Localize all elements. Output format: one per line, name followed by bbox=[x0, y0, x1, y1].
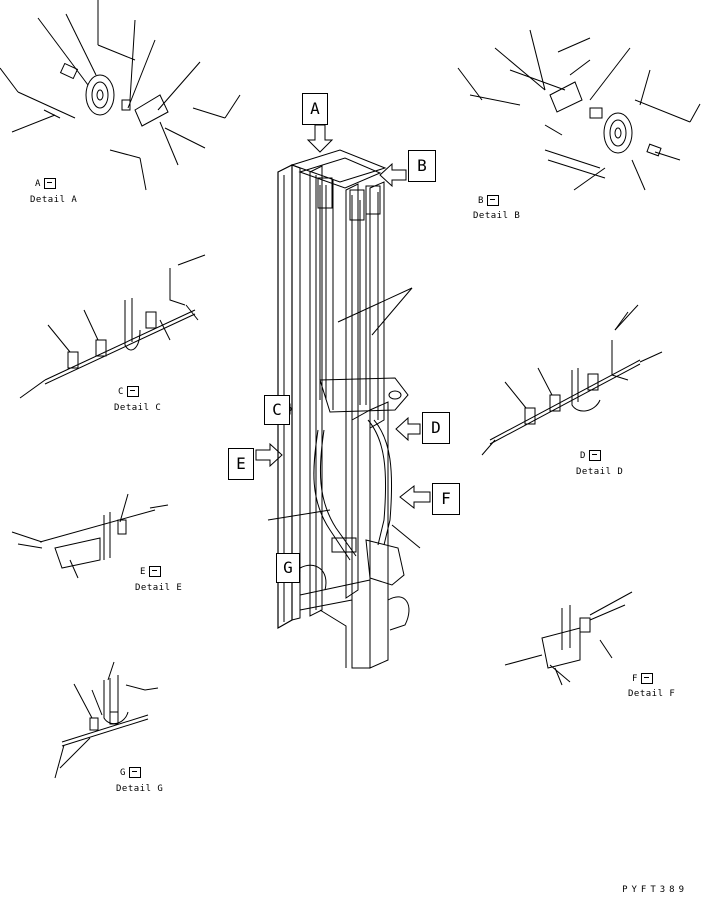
detail-f-caption: Detail F bbox=[628, 689, 676, 699]
detail-d-drawing bbox=[481, 304, 663, 456]
kanji-glyph-icon bbox=[43, 178, 56, 189]
callout-arrows bbox=[255, 124, 431, 584]
detail-c-caption: Detail C bbox=[114, 403, 162, 413]
detail-a-drawing bbox=[0, 0, 241, 191]
detail-g-caption: Detail G bbox=[116, 784, 164, 794]
detail-f-drawing bbox=[504, 591, 633, 686]
detail-e-drawing bbox=[11, 493, 169, 579]
callout-c: C bbox=[264, 395, 290, 425]
kanji-glyph-icon bbox=[486, 195, 499, 206]
detail-e-letter: E bbox=[140, 566, 161, 577]
callout-f: F bbox=[432, 483, 460, 515]
callout-e: E bbox=[228, 448, 254, 480]
detail-d-letter: D bbox=[580, 450, 601, 461]
callout-d: D bbox=[422, 412, 450, 444]
detail-a-caption: Detail A bbox=[30, 195, 78, 205]
detail-c-drawing bbox=[19, 254, 206, 399]
detail-e-caption: Detail E bbox=[135, 583, 183, 593]
callout-a: A bbox=[302, 93, 328, 125]
callout-b: B bbox=[408, 150, 436, 182]
kanji-glyph-icon bbox=[126, 386, 139, 397]
mast-assembly bbox=[267, 149, 421, 669]
kanji-glyph-icon bbox=[640, 673, 653, 684]
callout-g: G bbox=[276, 553, 300, 583]
detail-g-drawing bbox=[54, 661, 159, 779]
detail-g-letter: G bbox=[120, 767, 141, 778]
kanji-glyph-icon bbox=[588, 450, 601, 461]
kanji-glyph-icon bbox=[128, 767, 141, 778]
detail-b-letter: B bbox=[478, 195, 499, 206]
figure-code: PYFT389 bbox=[622, 885, 688, 895]
detail-a-letter: A bbox=[35, 178, 56, 189]
kanji-glyph-icon bbox=[148, 566, 161, 577]
detail-d-caption: Detail D bbox=[576, 467, 624, 477]
detail-b-caption: Detail B bbox=[473, 211, 521, 221]
detail-c-letter: C bbox=[118, 386, 139, 397]
detail-f-letter: F bbox=[632, 673, 653, 684]
detail-b-drawing bbox=[457, 29, 701, 191]
